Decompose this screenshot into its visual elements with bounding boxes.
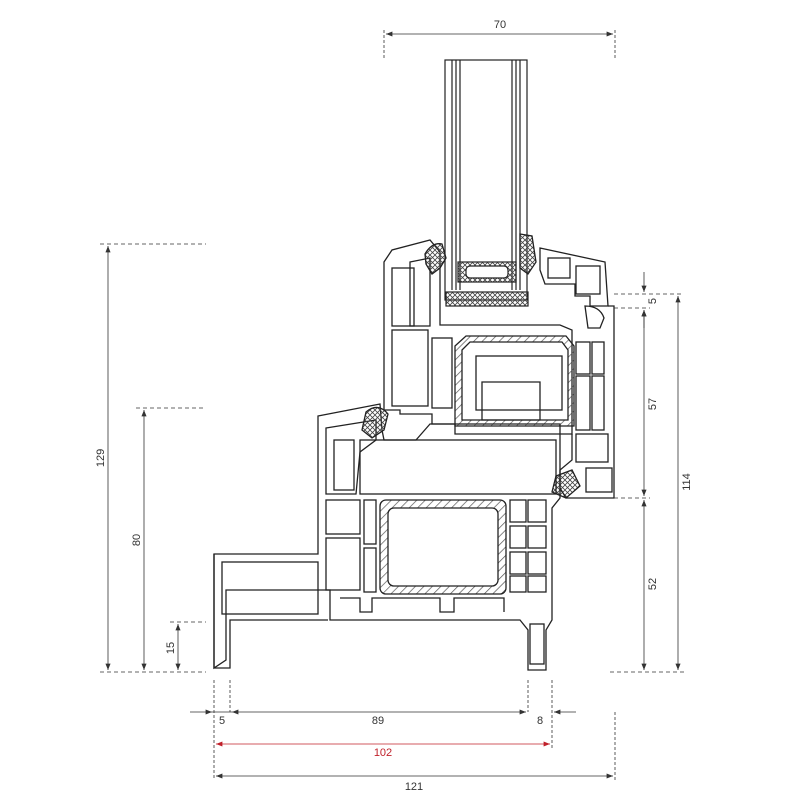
- dimension-lines: [100, 30, 684, 780]
- dim-sash-overlap: 5: [647, 298, 659, 304]
- dim-sash-middle: 57: [647, 398, 659, 410]
- dim-left-offset: 5: [219, 715, 225, 727]
- dim-right-offset: 8: [537, 715, 543, 727]
- dim-total-depth: 121: [405, 781, 423, 793]
- dim-glazing-width: 70: [494, 19, 506, 31]
- dim-frame-depth: 89: [372, 715, 384, 727]
- dim-overall-height: 129: [95, 449, 107, 467]
- dim-sash-height: 114: [681, 473, 693, 491]
- frame-profile: [213, 305, 615, 671]
- glass-unit: [444, 59, 529, 307]
- dim-frame-lower: 52: [647, 578, 659, 590]
- dimension-labels: 70 129 80 15 5 57 52 114 5 89 8 102 121: [95, 19, 693, 793]
- dim-installation-depth: 102: [374, 747, 392, 759]
- dim-bottom-ledge: 15: [165, 642, 177, 654]
- dim-sill-step-height: 80: [131, 534, 143, 546]
